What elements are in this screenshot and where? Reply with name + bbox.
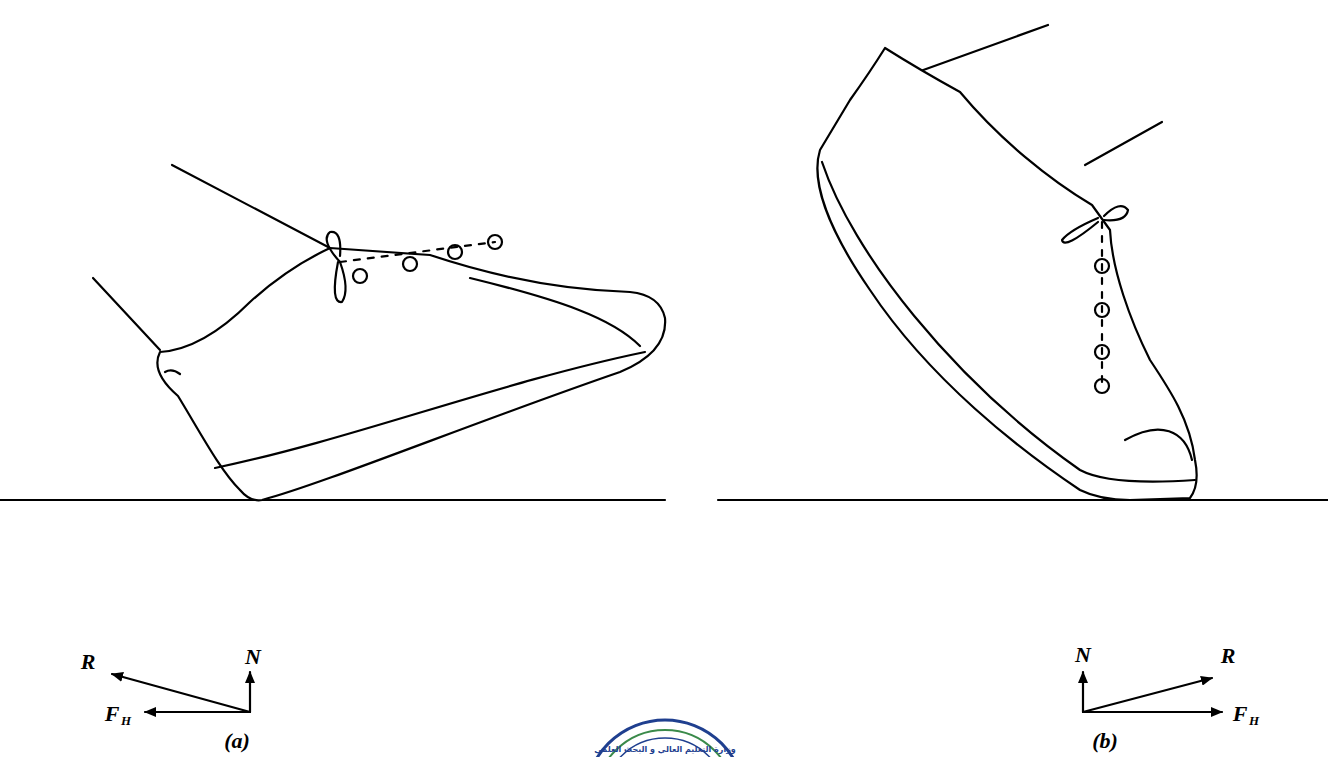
- vector-label: N: [245, 645, 261, 669]
- vector-label: R: [1221, 644, 1236, 668]
- vector-label: F: [105, 702, 120, 726]
- watermark: وزارة التعليم العالي و البحث العلمي: [594, 746, 735, 755]
- figure-label: (a): [224, 729, 250, 753]
- subscript: H: [1249, 714, 1259, 728]
- vector-label: F: [1233, 702, 1248, 726]
- vector-label: N: [1075, 643, 1091, 667]
- subscript: H: [121, 714, 131, 728]
- figure-label: (b): [1092, 729, 1118, 753]
- vector-label: R: [81, 650, 96, 674]
